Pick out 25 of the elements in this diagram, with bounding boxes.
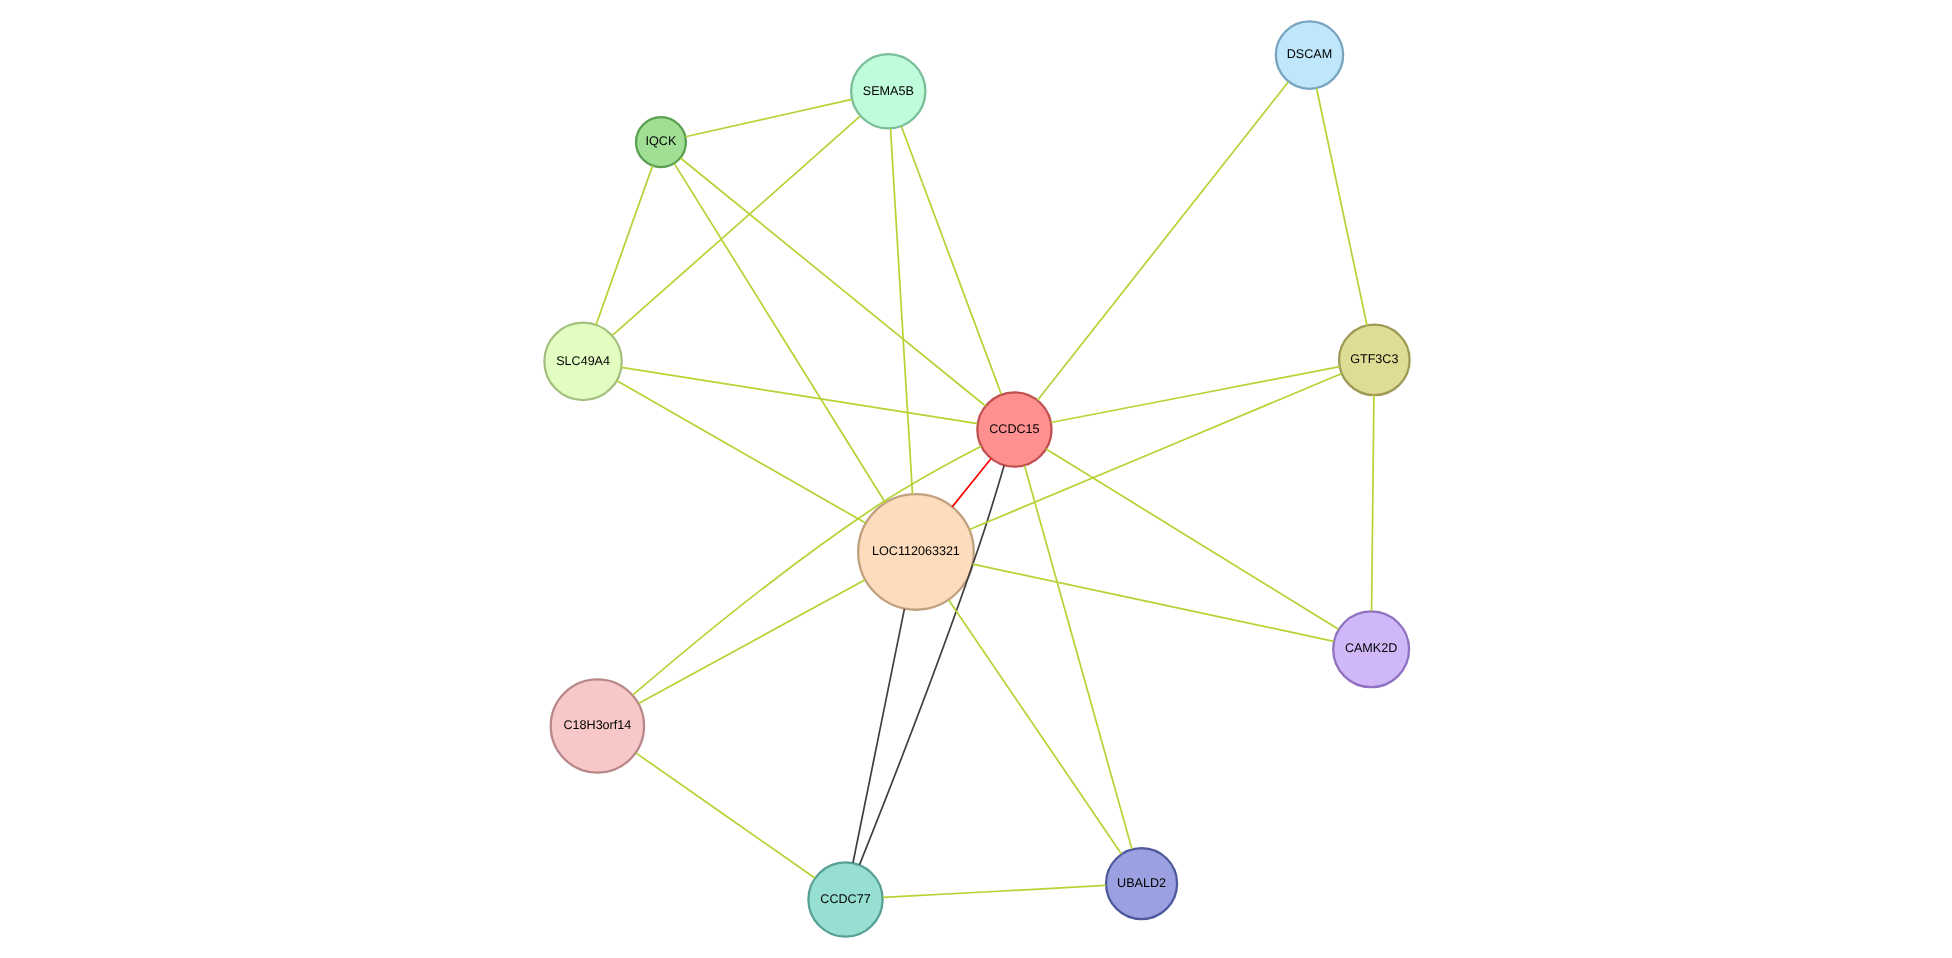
connector [619,366,978,425]
connector [637,578,865,705]
connector [614,379,866,524]
connector [631,445,981,696]
connector [946,598,1122,855]
connector [1035,80,1289,402]
connector [634,752,815,879]
connector [851,608,905,864]
connector [967,372,1342,531]
connector [1022,464,1132,850]
connector [857,464,1004,866]
connector [950,457,991,508]
connector [683,98,852,138]
connector [1044,448,1339,631]
connector [594,164,653,326]
connector [1314,87,1367,327]
connector [672,162,886,504]
connector [1049,365,1340,424]
connector [610,115,860,337]
connector [888,127,913,495]
connector [880,884,1106,899]
connector [899,125,1002,396]
connector [678,157,986,407]
connector [1369,394,1374,612]
connector [970,563,1334,643]
